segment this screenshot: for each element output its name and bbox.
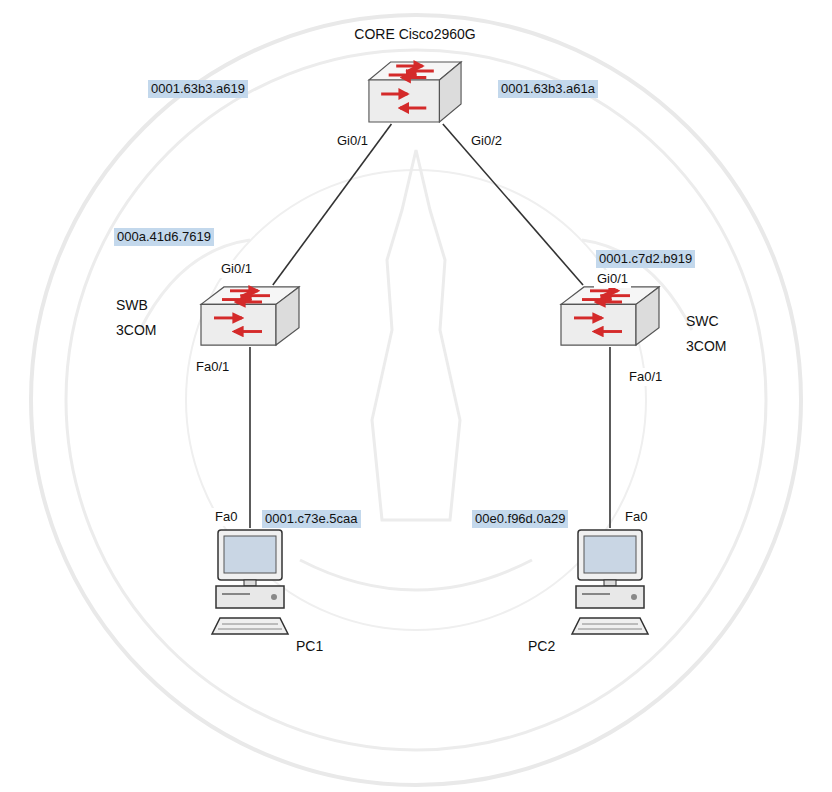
- port-name: Fa0: [212, 508, 240, 526]
- access-switch-icon: [200, 285, 300, 347]
- device-name: CORE Cisco2960G: [325, 22, 505, 47]
- mac-address: 0001.c73e.5caa: [262, 510, 361, 528]
- port-name: Gi0/1: [334, 132, 371, 150]
- pc-computer: PC1: [210, 528, 290, 638]
- pc-computer-icon: [570, 528, 650, 638]
- device-name: SWC 3COM: [686, 309, 742, 359]
- port-name: Gi0/1: [218, 260, 255, 278]
- device-name: SWB 3COM: [116, 293, 172, 343]
- access-switch-icon: [560, 285, 660, 347]
- mac-address: 0001.c7d2.b919: [596, 250, 695, 268]
- mac-address: 0001.63b3.a61a: [498, 80, 598, 98]
- core-switch: CORE Cisco2960G: [368, 60, 462, 124]
- port-name: Gi0/1: [594, 270, 631, 288]
- network-link: [443, 124, 583, 285]
- network-link: [249, 347, 251, 528]
- pc-computer: PC2: [570, 528, 650, 638]
- device-name: PC2: [528, 634, 588, 659]
- network-link: [273, 124, 392, 285]
- access-switch: SWC 3COM: [560, 285, 660, 347]
- port-name: Fa0/1: [193, 358, 232, 376]
- port-name: Fa0/1: [626, 368, 665, 386]
- access-switch: SWB 3COM: [200, 285, 300, 347]
- mac-address: 000a.41d6.7619: [114, 228, 214, 246]
- mac-address: 00e0.f96d.0a29: [472, 510, 568, 528]
- mac-address: 0001.63b3.a619: [148, 80, 248, 98]
- device-name: PC1: [296, 634, 356, 659]
- core-switch-icon: [368, 60, 462, 124]
- port-name: Gi0/2: [468, 132, 505, 150]
- pc-computer-icon: [210, 528, 290, 638]
- network-link: [609, 347, 611, 528]
- port-name: Fa0: [622, 508, 650, 526]
